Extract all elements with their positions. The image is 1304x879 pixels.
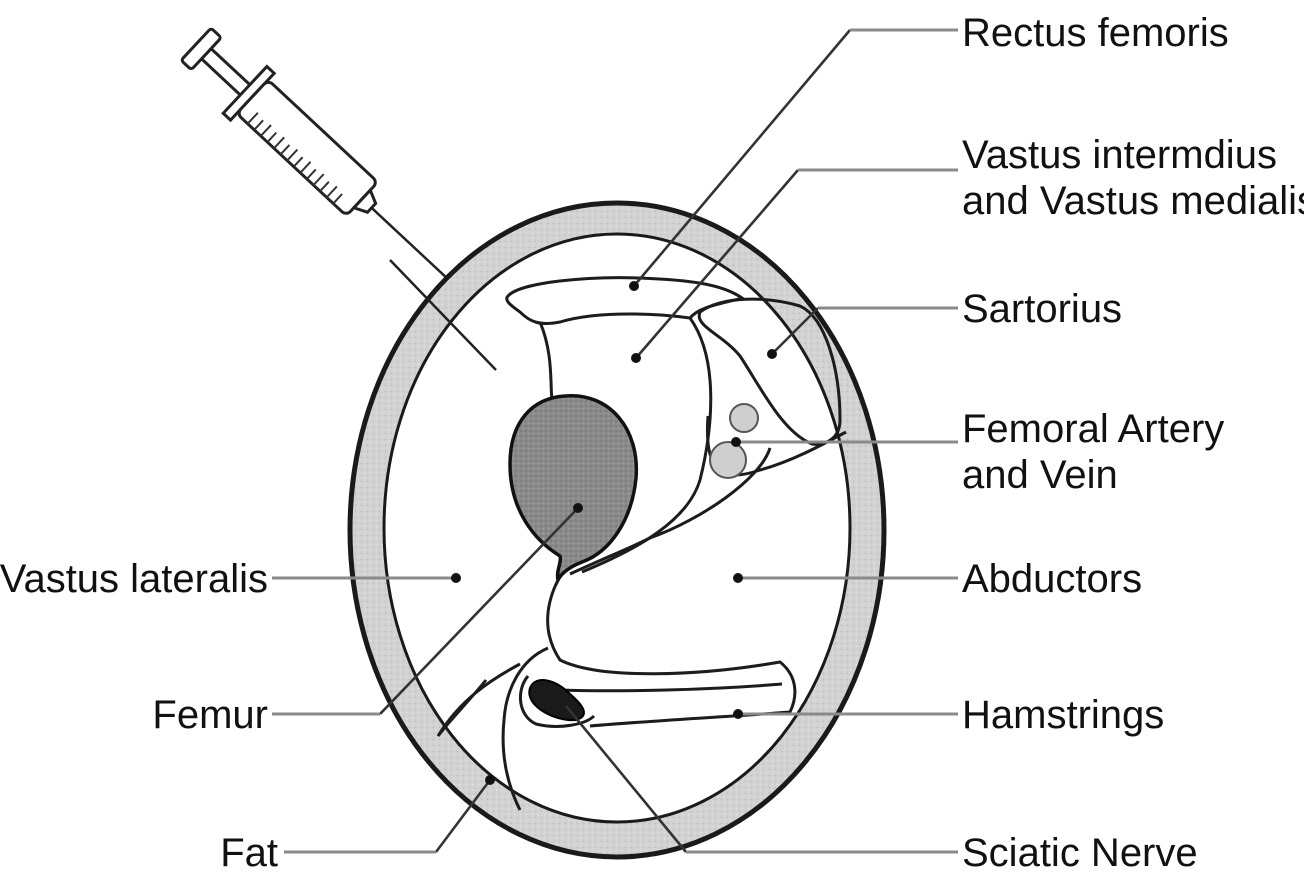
label-femoral-2: and Vein [962, 453, 1118, 497]
label-sciatic-nerve: Sciatic Nerve [962, 831, 1198, 874]
dot-hamstrings [733, 709, 743, 719]
label-rectus-femoris: Rectus femoris [962, 11, 1229, 55]
dot-femur [573, 503, 583, 513]
label-fat: Fat [220, 831, 278, 874]
dot-abductors [733, 573, 743, 583]
femoral-artery [730, 404, 758, 432]
label-vastus-lateralis: Vastus lateralis [0, 557, 268, 601]
dot-fat [485, 775, 495, 785]
dot-femoral [731, 437, 741, 447]
dot-rectus-femoris [629, 281, 639, 291]
label-sartorius: Sartorius [962, 287, 1122, 331]
femoral-vein [710, 442, 746, 478]
label-femur: Femur [152, 693, 268, 737]
label-vastus-intermedius-2: and Vastus medialis [962, 179, 1304, 223]
label-abductors: Abductors [962, 557, 1142, 601]
label-vastus-intermedius-1: Vastus intermdius [962, 133, 1277, 177]
dot-vastus-lateralis [451, 573, 461, 583]
dot-vastus-intermedius [631, 353, 641, 363]
dot-sartorius [767, 349, 777, 359]
label-femoral-1: Femoral Artery [962, 407, 1224, 451]
label-hamstrings: Hamstrings [962, 693, 1164, 737]
